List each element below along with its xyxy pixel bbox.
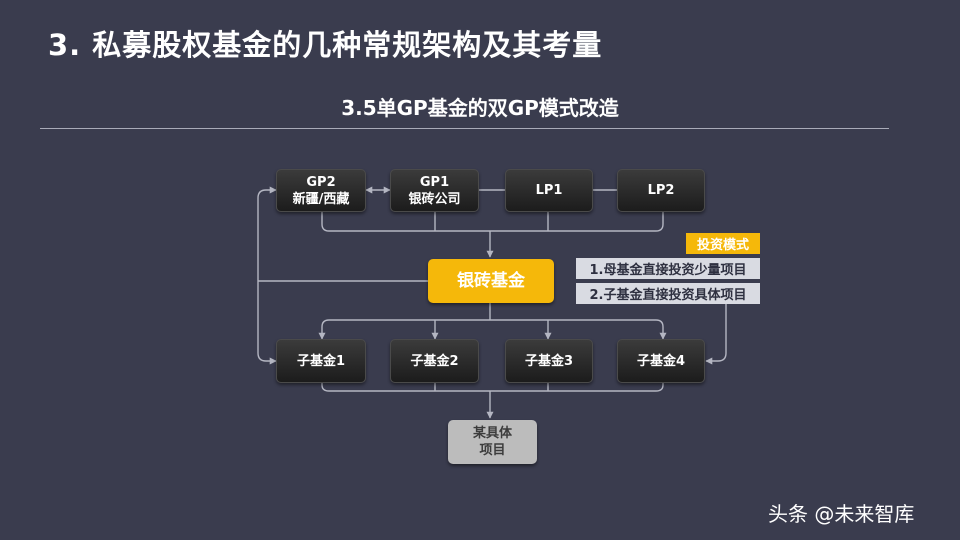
gp1-label: GP1 xyxy=(419,174,450,190)
lp2-node: LP2 xyxy=(617,169,705,212)
core-fund-node: 银砖基金 xyxy=(428,259,554,303)
section-subtitle: 3.5单GP基金的双GP模式改造 xyxy=(341,96,619,120)
investment-mode-header: 投资模式 xyxy=(686,233,760,254)
lp2-label: LP2 xyxy=(647,183,675,198)
project-node: 某具体 项目 xyxy=(448,420,537,464)
lp1-node: LP1 xyxy=(505,169,593,212)
investment-mode-option-1: 1.母基金直接投资少量项目 xyxy=(576,258,760,279)
page-title: 3. 私募股权基金的几种常规架构及其考量 xyxy=(48,28,603,62)
sub-fund-3-node: 子基金3 xyxy=(505,339,593,383)
bottom-bracket xyxy=(321,383,664,392)
sub-fund-1-label: 子基金1 xyxy=(296,353,346,369)
gp1-node: GP1 银砖公司 xyxy=(390,169,479,212)
gp1-sublabel: 银砖公司 xyxy=(408,191,461,207)
gp2-node: GP2 新疆/西藏 xyxy=(276,169,366,212)
divider-rule xyxy=(40,128,889,129)
sub-fund-3-label: 子基金3 xyxy=(524,353,574,369)
gp2-sublabel: 新疆/西藏 xyxy=(292,191,350,207)
project-label-line2: 项目 xyxy=(479,443,506,458)
project-label-line1: 某具体 xyxy=(472,426,512,441)
sub-fund-2-node: 子基金2 xyxy=(390,339,479,383)
investment-mode-option-2: 2.子基金直接投资具体项目 xyxy=(576,283,760,304)
top-bracket xyxy=(321,211,664,232)
sub-fund-1-node: 子基金1 xyxy=(276,339,366,383)
gp2-label: GP2 xyxy=(306,174,336,190)
mode-to-subfund4 xyxy=(705,302,727,365)
lp1-label: LP1 xyxy=(535,183,563,198)
core-fund-label: 银砖基金 xyxy=(457,270,525,291)
sub-fund-4-node: 子基金4 xyxy=(617,339,705,383)
watermark: 头条 @未来智库 xyxy=(768,502,915,526)
sub-fund-4-label: 子基金4 xyxy=(636,353,686,369)
left-loop xyxy=(257,186,277,365)
sub-fund-bracket xyxy=(318,319,667,340)
sub-fund-2-label: 子基金2 xyxy=(410,353,459,369)
